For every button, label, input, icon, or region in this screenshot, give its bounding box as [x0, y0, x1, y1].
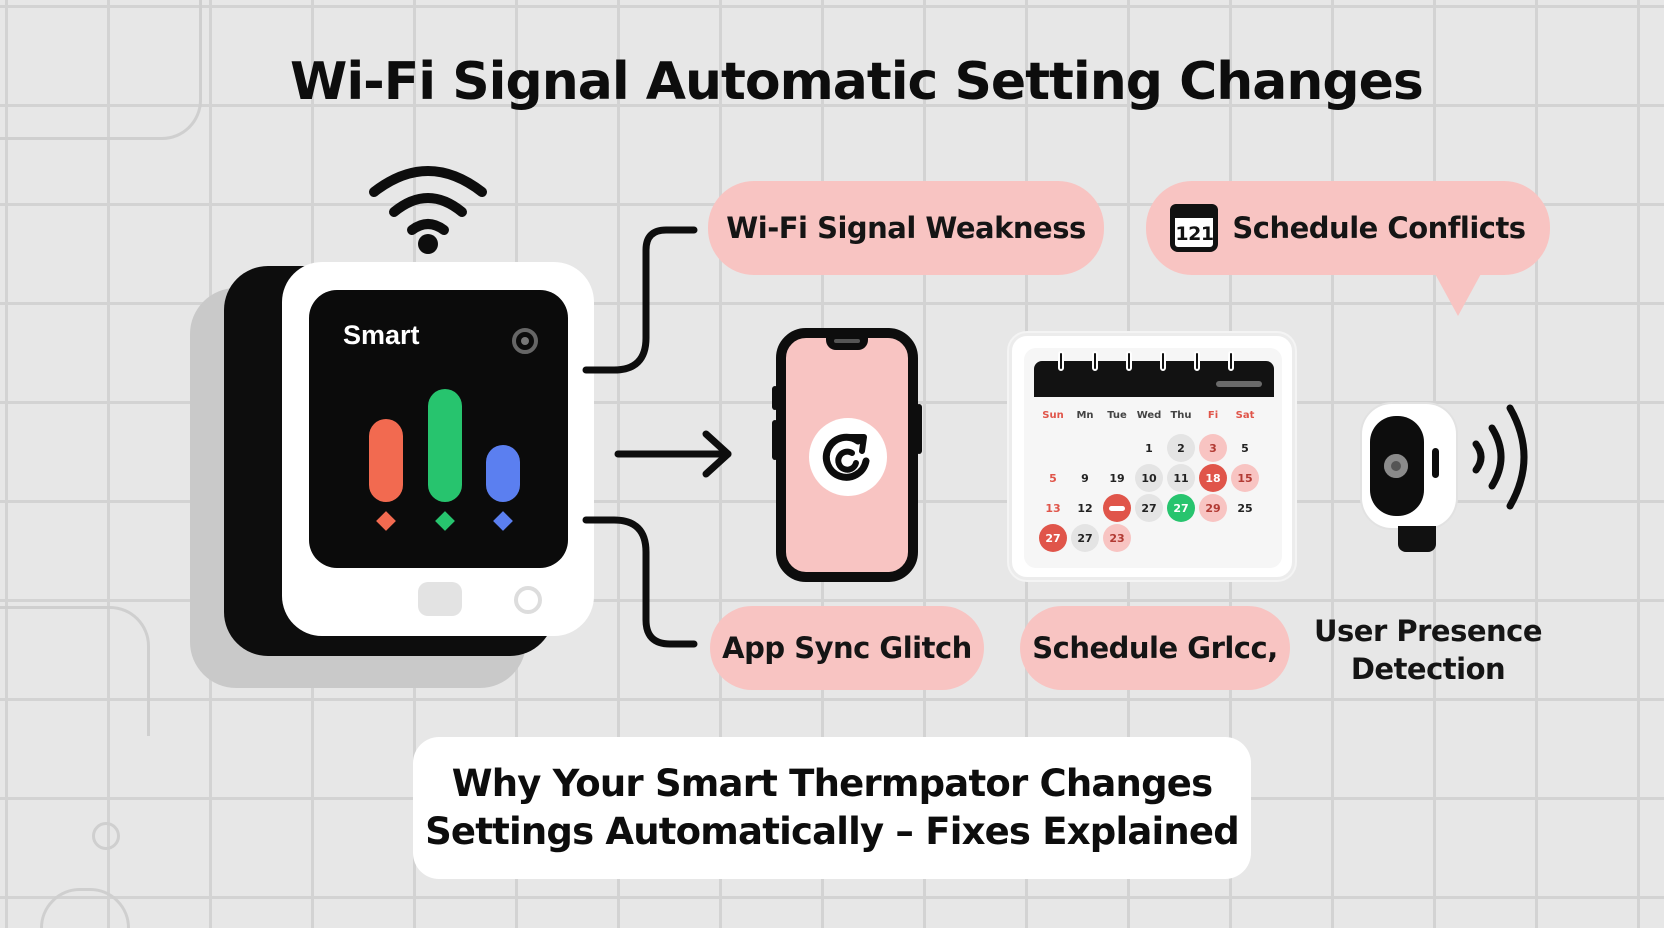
- calendar-day: 27: [1135, 494, 1163, 522]
- speech-bubble-tail: [1434, 272, 1482, 316]
- phone-side-button: [916, 404, 922, 454]
- wifi-weakness-pill: Wi-Fi Signal Weakness: [708, 181, 1104, 275]
- calendar-day: 29: [1199, 494, 1227, 522]
- thermostat-bar: [369, 419, 403, 502]
- calendar-day: 27: [1167, 494, 1195, 522]
- schedule-glitch-label: Schedule Grlcc,: [1032, 631, 1278, 665]
- thermostat-button: [418, 582, 462, 616]
- calendar-day: 5: [1241, 441, 1249, 455]
- phone-side-button: [772, 386, 778, 410]
- minus-icon: [1109, 505, 1125, 511]
- sensor-lens: [1370, 416, 1424, 516]
- calendar-day: 10: [1135, 464, 1163, 492]
- calendar-weekday: Thu: [1170, 410, 1192, 421]
- thermostat-round-button: [514, 586, 542, 614]
- user-presence-label: User Presence Detection: [1310, 612, 1546, 688]
- footer-banner: Why Your Smart Thermpator Changes Settin…: [413, 737, 1251, 879]
- app-sync-glitch-label: App Sync Glitch: [722, 631, 972, 665]
- calendar-day: 15: [1231, 464, 1259, 492]
- background-outline: [0, 606, 150, 736]
- background-outline: [40, 888, 130, 928]
- footer-line-2: Settings Automatically – Fixes Explained: [425, 810, 1240, 853]
- sensor-base: [1398, 526, 1436, 552]
- calendar-day: 11: [1167, 464, 1195, 492]
- thermostat-bar: [428, 389, 462, 502]
- calendar-day: 25: [1237, 501, 1253, 515]
- connector-lines: [582, 226, 732, 648]
- calendar-ring: [1058, 351, 1064, 371]
- calendar-ring: [1126, 351, 1132, 371]
- calendar-icon-number: 121: [1175, 223, 1214, 245]
- thermostat-diamond: [376, 511, 396, 531]
- phone-notch: [826, 336, 868, 350]
- calendar-day: 18: [1199, 464, 1227, 492]
- calendar-weekday: Sat: [1235, 410, 1255, 421]
- calendar-weekday: Sun: [1042, 410, 1064, 421]
- calendar-day: 19: [1109, 471, 1125, 485]
- calendar-header-line: [1216, 381, 1262, 387]
- calendar-weekday: Tue: [1107, 410, 1127, 421]
- calendar-day: 27: [1039, 524, 1067, 552]
- calendar-day-blocked: [1103, 494, 1131, 522]
- calendar-ring: [1092, 351, 1098, 371]
- presence-sensor: [1362, 404, 1456, 528]
- calendar-day: 5: [1049, 471, 1057, 485]
- wifi-weakness-label: Wi-Fi Signal Weakness: [726, 211, 1086, 245]
- calendar-ring: [1160, 351, 1166, 371]
- sync-icon: [822, 433, 870, 481]
- user-presence-line-2: Detection: [1350, 652, 1506, 686]
- calendar-weekday: Mn: [1076, 410, 1094, 421]
- thermostat-bar: [486, 445, 520, 502]
- footer-line-1: Why Your Smart Thermpator Changes: [451, 762, 1213, 805]
- calendar-weekday: Wed: [1136, 410, 1162, 421]
- calendar-day: 23: [1103, 524, 1131, 552]
- phone-side-button: [772, 420, 778, 460]
- signal-waves-icon: [1472, 404, 1528, 510]
- calendar-weekday: Fi: [1207, 410, 1219, 421]
- calendar-ring: [1228, 351, 1234, 371]
- calendar-icon: 121: [1170, 204, 1219, 252]
- calendar-day: 13: [1045, 501, 1061, 515]
- wifi-icon: [369, 166, 487, 254]
- smartphone: [772, 328, 922, 582]
- calendar-day: 2: [1167, 434, 1195, 462]
- calendar-day: 9: [1081, 471, 1089, 485]
- thermostat-diamond: [493, 511, 513, 531]
- schedule-conflicts-label: Schedule Conflicts: [1232, 211, 1526, 245]
- main-title: Wi-Fi Signal Automatic Setting Changes: [290, 52, 1424, 112]
- background-outline: [92, 822, 120, 850]
- app-sync-glitch-pill: App Sync Glitch: [710, 606, 984, 690]
- calendar-day: 3: [1199, 434, 1227, 462]
- sync-icon-circle: [809, 418, 887, 496]
- calendar-day: 27: [1071, 524, 1099, 552]
- calendar-ring: [1194, 351, 1200, 371]
- calendar-day: 12: [1077, 501, 1093, 515]
- thermostat-screen-label: Smart: [343, 320, 420, 350]
- schedule-glitch-pill: Schedule Grlcc,: [1020, 606, 1290, 690]
- schedule-conflicts-pill: 121 Schedule Conflicts: [1146, 181, 1550, 275]
- calendar-header: [1034, 351, 1274, 397]
- calendar-day: 1: [1145, 441, 1153, 455]
- thermostat-settings-icon: [512, 328, 538, 354]
- thermostat-diamond: [435, 511, 455, 531]
- thermostat-screen: Smart: [309, 290, 568, 568]
- user-presence-line-1: User Presence: [1313, 614, 1543, 648]
- background-outline: [0, 0, 202, 140]
- sensor-indicator: [1432, 448, 1439, 478]
